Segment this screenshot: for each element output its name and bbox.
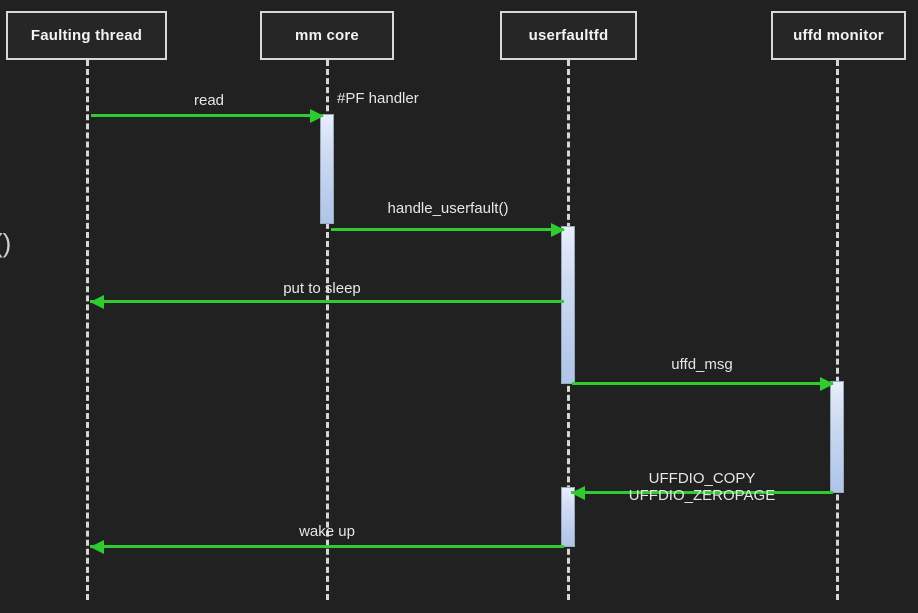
arrowhead-wake-up <box>90 540 104 554</box>
message-line-put-to-sleep <box>90 300 564 303</box>
participant-box-uffd-monitor[interactable]: uffd monitor <box>771 11 906 60</box>
participant-box-mm-core[interactable]: mm core <box>260 11 394 60</box>
participant-label: mm core <box>295 27 359 44</box>
activation-mm-core <box>320 114 334 224</box>
arrowhead-uffd-msg <box>820 377 834 391</box>
message-line-uffd-msg <box>572 382 833 385</box>
participant-box-faulting-thread[interactable]: Faulting thread <box>6 11 167 60</box>
message-line-read <box>91 114 323 117</box>
arrowhead-put-to-sleep <box>90 295 104 309</box>
participant-box-userfaultfd[interactable]: userfaultfd <box>500 11 637 60</box>
activation-userfaultfd-2 <box>561 487 575 547</box>
participant-label: userfaultfd <box>528 27 609 44</box>
arrowhead-read <box>310 109 324 123</box>
participant-label: uffd monitor <box>793 27 884 44</box>
message-label-handle-userfault: handle_userfault() <box>387 200 509 217</box>
activation-userfaultfd-1 <box>561 226 575 384</box>
cropped-label-fragment: () <box>0 228 12 258</box>
message-label-uffd-msg: uffd_msg <box>671 356 733 373</box>
participant-label: Faulting thread <box>30 27 143 44</box>
arrowhead-handle-userfault <box>551 223 565 237</box>
message-label-read: read <box>193 92 225 109</box>
message-label-line-2: UFFDIO_ZEROPAGE <box>628 487 776 504</box>
lifeline-uffd-monitor <box>836 60 839 600</box>
activation-uffd-monitor <box>830 381 844 493</box>
note-pf-handler: #PF handler <box>337 90 419 107</box>
arrowhead-uffdio-copy <box>571 486 585 500</box>
message-line-uffdio-copy <box>571 491 833 494</box>
message-label-wake-up: wake up <box>299 523 355 540</box>
message-line-wake-up <box>90 545 564 548</box>
message-label-put-to-sleep: put to sleep <box>283 280 361 297</box>
message-label-line-1: UFFDIO_COPY <box>648 470 756 487</box>
message-line-handle-userfault <box>331 228 564 231</box>
lifeline-faulting-thread <box>86 60 89 600</box>
lifeline-mm-core <box>326 60 329 600</box>
